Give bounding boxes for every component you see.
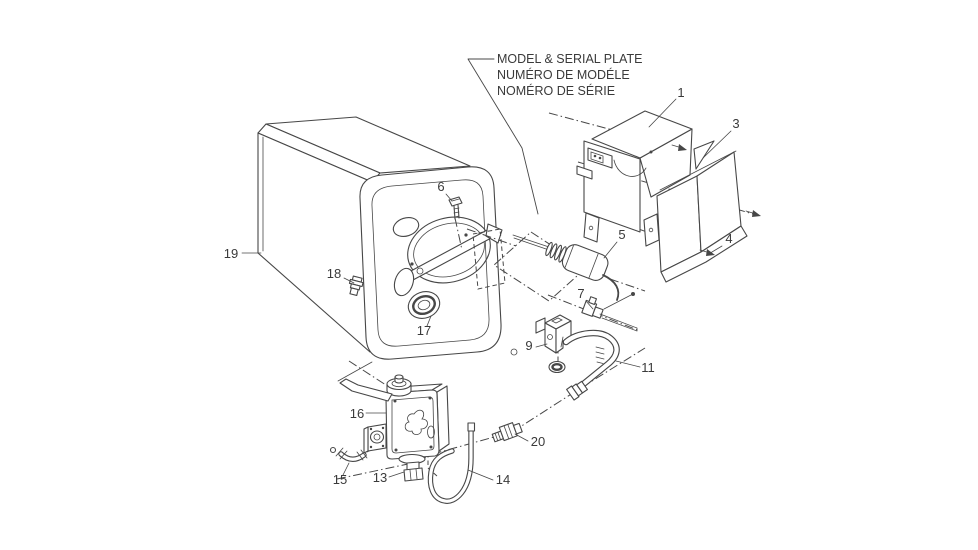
part-18-drain-fitting bbox=[348, 275, 364, 297]
screw-icon bbox=[745, 210, 761, 217]
grommet bbox=[548, 360, 566, 374]
part-11-burner-tube bbox=[560, 329, 620, 401]
electrode-wire bbox=[602, 274, 620, 301]
cover-tab-bottom bbox=[643, 213, 660, 247]
part-20-fitting bbox=[491, 422, 523, 443]
model-serial-plate-outline bbox=[472, 228, 506, 290]
tank-bottom-flange bbox=[337, 361, 393, 402]
part-15-elbow bbox=[329, 446, 368, 462]
callout-3: 3 bbox=[732, 116, 739, 131]
tank-face-details bbox=[348, 196, 503, 319]
part-16-gas-valve bbox=[363, 374, 450, 465]
screw-icon bbox=[671, 144, 687, 151]
callout-labels: 1 3 4 5 6 7 9 11 13 14 15 16 17 18 19 20 bbox=[224, 85, 740, 487]
model-serial-annotation: MODEL & SERIAL PLATE NUMÉRO DE MODÉLE NO… bbox=[467, 52, 642, 215]
callout-18: 18 bbox=[327, 266, 341, 281]
part-3-mounting-bracket bbox=[656, 140, 748, 283]
valve-knob bbox=[386, 374, 412, 397]
part-13-fitting bbox=[403, 461, 424, 482]
callout-5: 5 bbox=[618, 227, 625, 242]
part-17-grommet bbox=[407, 291, 441, 319]
annotation-line-3: NOMÉRO DE SÉRIE bbox=[497, 83, 615, 98]
part-9-bracket bbox=[535, 314, 572, 374]
callout-1: 1 bbox=[677, 85, 684, 100]
part-6-screw bbox=[448, 196, 463, 220]
callout-15: 15 bbox=[333, 472, 347, 487]
callout-9: 9 bbox=[525, 338, 532, 353]
callout-14: 14 bbox=[496, 472, 510, 487]
part-7-orifice-assembly bbox=[581, 292, 638, 332]
valve-inlet-boss bbox=[363, 423, 387, 454]
face-oval-opening bbox=[393, 267, 415, 297]
annotation-line-1: MODEL & SERIAL PLATE bbox=[497, 52, 642, 66]
callout-leaders bbox=[241, 98, 732, 481]
callout-20: 20 bbox=[531, 434, 545, 449]
callout-17: 17 bbox=[417, 323, 431, 338]
cover-tab-left bbox=[583, 212, 600, 243]
annotation-line-2: NUMÉRO DE MODÉLE bbox=[497, 67, 630, 82]
callout-16: 16 bbox=[350, 406, 364, 421]
part-5-electrode bbox=[512, 234, 620, 301]
callout-6: 6 bbox=[437, 179, 444, 194]
callout-4: 4 bbox=[725, 231, 732, 246]
part-19-tank-body bbox=[257, 116, 502, 360]
part-14-u-tube bbox=[427, 422, 476, 504]
callout-7: 7 bbox=[577, 286, 584, 301]
part-4-screws bbox=[671, 144, 761, 256]
ferrule bbox=[566, 380, 588, 401]
callout-19: 19 bbox=[224, 246, 238, 261]
callout-11: 11 bbox=[641, 360, 655, 375]
callout-13: 13 bbox=[373, 470, 387, 485]
small-ring bbox=[510, 348, 518, 356]
